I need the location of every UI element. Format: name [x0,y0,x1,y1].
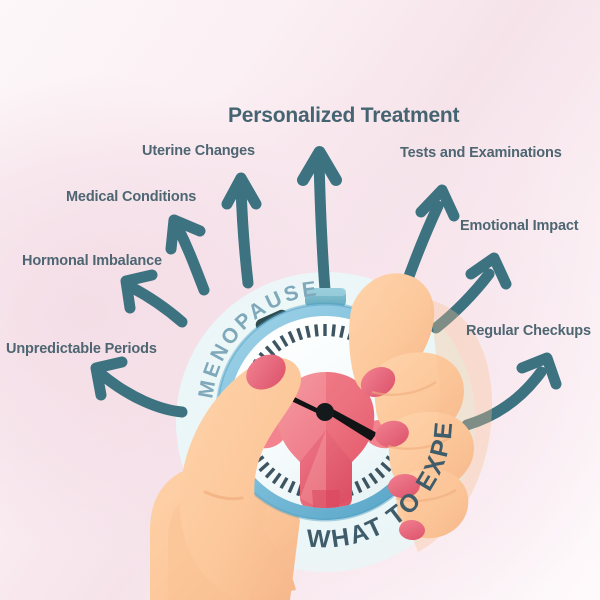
label-regular-checkups: Regular Checkups [466,323,591,339]
label-emotional-impact: Emotional Impact [460,218,579,234]
thumb-nail [246,354,286,390]
label-unpredictable-periods: Unpredictable Periods [6,341,157,357]
stopwatch-center-pin [316,403,334,421]
pinky-nail [399,519,425,541]
fingers [349,273,492,552]
label-tests-and-examinations: Tests and Examinations [400,145,562,161]
index-finger-nail [360,367,396,397]
label-uterine-changes: Uterine Changes [142,143,255,159]
label-hormonal-imbalance: Hormonal Imbalance [22,253,162,269]
stopwatch-minute-hand [325,407,377,441]
page-title: Personalized Treatment [228,104,460,127]
label-medical-conditions: Medical Conditions [66,189,197,205]
middle-finger-nail [375,420,409,448]
thumb [179,354,302,600]
ring-finger-nail [388,473,420,499]
